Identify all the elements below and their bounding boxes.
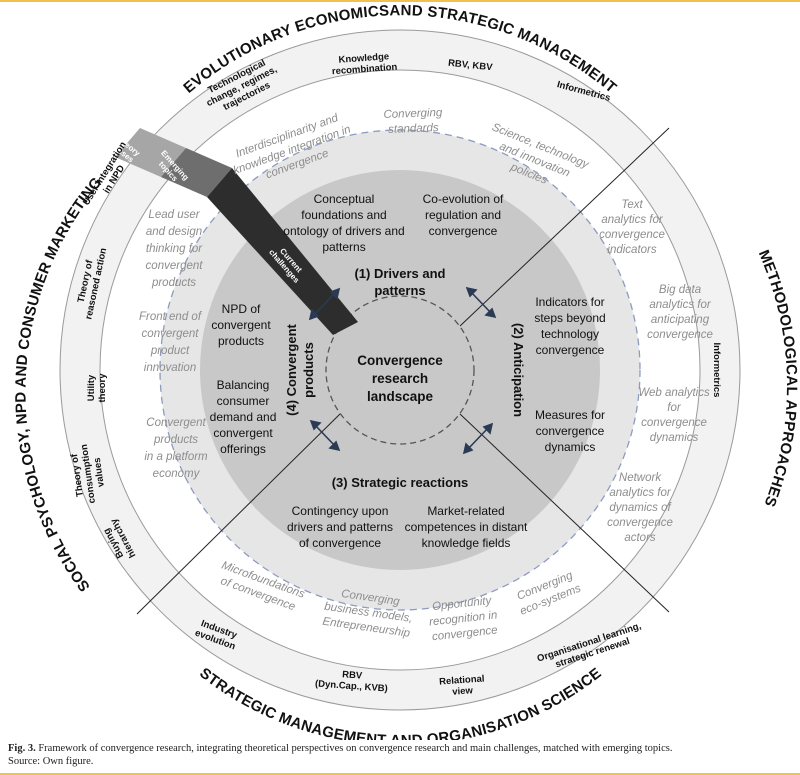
arrow-bottom-right <box>462 422 494 455</box>
current-challenges-band <box>207 168 358 335</box>
figure-caption: Fig. 3. Framework of convergence researc… <box>8 742 794 768</box>
theory-lens-left-4: Theory ofconsumptionvalues <box>68 442 109 506</box>
theory-lens-top-2: Knowledgerecombination <box>331 51 398 78</box>
divider-bottom-left <box>136 413 341 615</box>
emerging-topics-band <box>161 148 232 197</box>
theory-lens-left-3: Utilitytheory <box>86 373 108 403</box>
caption-text: Framework of convergence research, integ… <box>35 743 673 754</box>
divider-top-right <box>459 127 670 327</box>
pillar-arrows <box>308 286 497 455</box>
emerging-topic-bottom-3: Opportunityrecognition inconvergence <box>427 594 499 643</box>
emerging-dashed-border <box>159 129 641 611</box>
theory-lens-bottom-2: RBV(Dyn.Cap., KVB) <box>315 667 389 694</box>
pillar-anticipation: (2) Anticipation <box>511 323 526 417</box>
theory-lenses-band <box>115 128 186 177</box>
arc-title-right: METHODOLOGICAL APPROACHES <box>755 248 800 510</box>
pillar-strategic-reactions: (3) Strategic reactions <box>332 475 469 490</box>
emerging-topic-top-2: Convergingstandards <box>383 107 443 136</box>
theory-lens-right-1: Informetrics <box>711 343 722 398</box>
arrow-bottom-left <box>309 419 341 452</box>
arrow-top-right <box>465 286 497 319</box>
top-frame-line <box>0 0 800 2</box>
bottom-frame-line <box>0 773 800 775</box>
divider-bottom-right <box>459 413 670 613</box>
quadrant-lines <box>136 127 670 615</box>
arrow-top-left <box>308 287 341 321</box>
theory-lens-bottom-3: Relationalview <box>439 673 486 698</box>
convergence-framework-diagram: Theorylenses Emergingtopics Currentchall… <box>12 2 800 749</box>
theory-lens-top-3: RBV, KBV <box>448 58 494 74</box>
center-circle <box>325 295 475 445</box>
caption-label: Fig. 3. <box>8 743 36 754</box>
caption-source: Source: Own figure. <box>8 756 94 767</box>
